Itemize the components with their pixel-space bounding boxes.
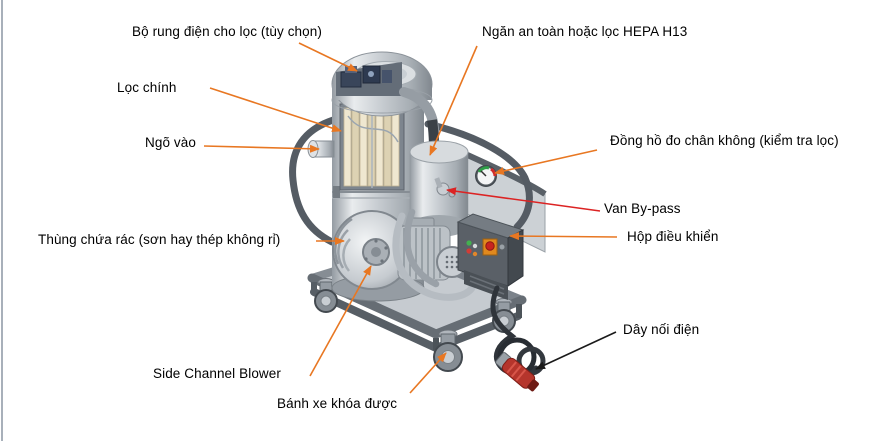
- vacuum-gauge: [475, 165, 497, 187]
- stop-light: [466, 248, 472, 254]
- emergency-stop-button: [485, 241, 495, 251]
- callout-label-inlet: Ngõ vào: [145, 135, 196, 150]
- power-plug: [495, 352, 539, 392]
- callout-label-bypass-valve: Van By-pass: [604, 201, 681, 216]
- callout-label-power-cord: Dây nối điện: [623, 322, 700, 337]
- inlet-port: [307, 140, 335, 158]
- filter-shaker-unit: [336, 62, 402, 96]
- start-light: [466, 240, 472, 246]
- left-edge-line: [1, 0, 3, 441]
- callout-label-side-channel-blower: Side Channel Blower: [153, 366, 281, 381]
- callout-label-dust-container: Thùng chứa rác (sơn hay thép không rỉ): [38, 232, 281, 247]
- exhaust-pipes: [392, 208, 476, 301]
- main-filter-cutaway: [339, 103, 405, 191]
- callout-label-hepa-filter: Ngăn an toàn hoặc lọc HEPA H13: [482, 24, 688, 39]
- callout-label-main-filter: Lọc chính: [117, 80, 177, 95]
- callout-label-control-box: Hộp điều khiển: [627, 229, 719, 244]
- callout-label-lockable-wheel: Bánh xe khóa được: [277, 396, 398, 411]
- callout-label-filter-shaker: Bộ rung điện cho lọc (tùy chọn): [132, 24, 322, 39]
- selector-knob: [498, 243, 506, 251]
- power-cord: [490, 285, 546, 392]
- callout-label-vacuum-gauge: Đồng hồ đo chân không (kiểm tra lọc): [610, 133, 839, 148]
